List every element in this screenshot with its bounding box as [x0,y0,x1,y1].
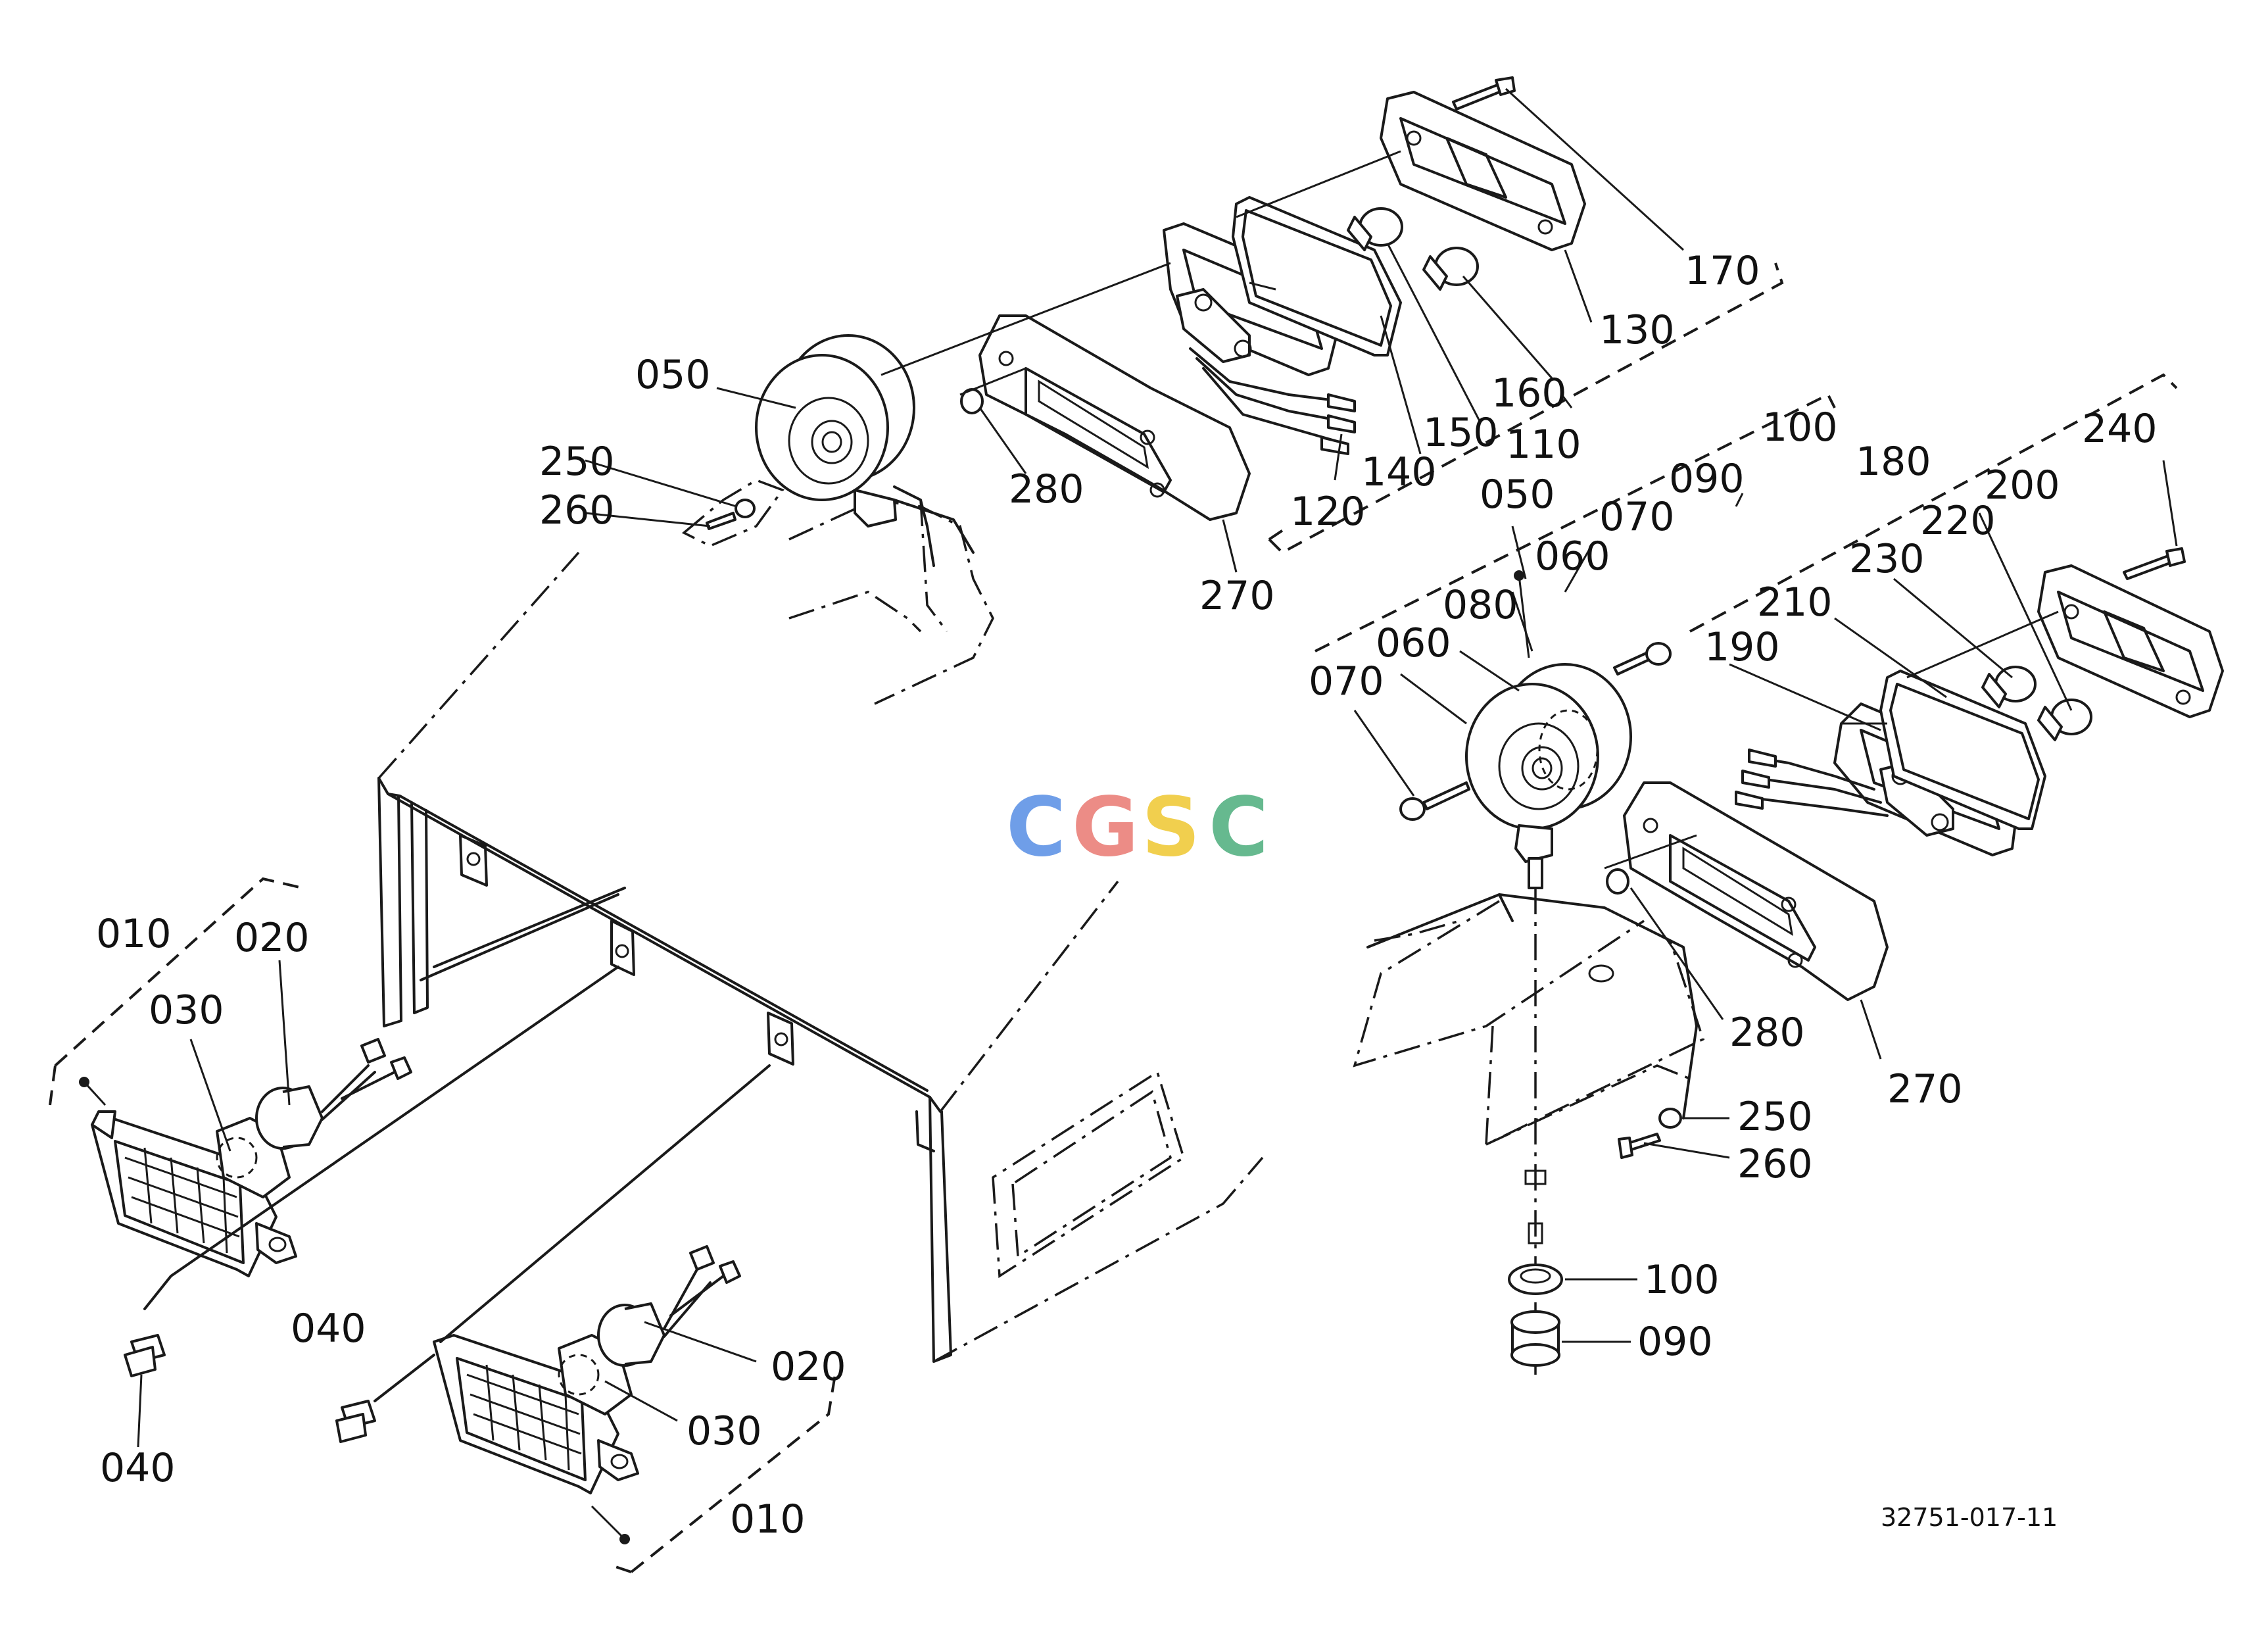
watermark-letter-1: C [1006,780,1066,875]
leader-lines [137,87,2178,1448]
label-060-b: 060 [1376,620,1451,666]
label-250-a: 250 [539,439,615,485]
label-180: 180 [1856,439,1931,485]
label-040-b: 040 [291,1306,366,1352]
label-020-a: 020 [234,915,310,961]
lower-lamp-group [1315,373,2224,1375]
headlight-assembly-b [335,1064,836,1573]
label-070-a: 070 [1599,494,1675,540]
label-040-a: 040 [100,1445,176,1491]
watermark-letter-3: S [1142,780,1200,875]
label-270-a: 270 [1199,573,1275,619]
label-010-b: 010 [730,1496,806,1542]
label-240: 240 [2082,406,2158,452]
label-130: 130 [1599,307,1675,353]
label-110: 110 [1506,422,1581,468]
label-280-b: 280 [1729,1010,1805,1056]
label-030-a: 030 [149,987,224,1033]
label-200: 200 [1985,462,2060,508]
label-260-b: 260 [1737,1141,1813,1187]
label-020-b: 020 [771,1344,846,1390]
label-080: 080 [1443,582,1518,628]
label-210: 210 [1757,579,1833,626]
label-190: 190 [1704,624,1780,670]
label-260-a: 260 [539,487,615,533]
drawing-reference-code: 32751-017-11 [1881,1503,2058,1532]
label-150: 150 [1423,410,1499,456]
label-010-a: 010 [96,911,172,957]
cab-frame [377,485,1264,1363]
label-050-a: 050 [635,352,711,398]
watermark-letter-4: C [1209,780,1268,875]
label-070-b: 070 [1309,658,1384,704]
label-100-a: 100 [1762,405,1838,451]
label-090-b: 090 [1637,1319,1713,1365]
headlight-assembly-a [49,877,619,1377]
label-050-b: 050 [1480,472,1555,518]
label-220: 220 [1920,498,1996,544]
watermark-letter-2: G [1072,780,1139,875]
label-120: 120 [1290,489,1366,535]
label-100-b: 100 [1644,1257,1720,1303]
label-160: 160 [1491,370,1567,416]
label-270-b: 270 [1887,1066,1963,1112]
label-250-b: 250 [1737,1094,1813,1140]
upper-lamp-group [681,76,1784,554]
part-labels: 010 020 030 040 040 020 030 010 050 250 … [96,248,2158,1542]
label-170: 170 [1685,248,1760,294]
label-230: 230 [1849,536,1925,582]
label-090-a: 090 [1669,456,1745,502]
watermark-logo: C G S C [1006,780,1268,875]
label-280-a: 280 [1009,466,1084,512]
label-060-a: 060 [1535,533,1610,579]
label-030-b: 030 [687,1408,762,1454]
label-140: 140 [1361,449,1437,495]
